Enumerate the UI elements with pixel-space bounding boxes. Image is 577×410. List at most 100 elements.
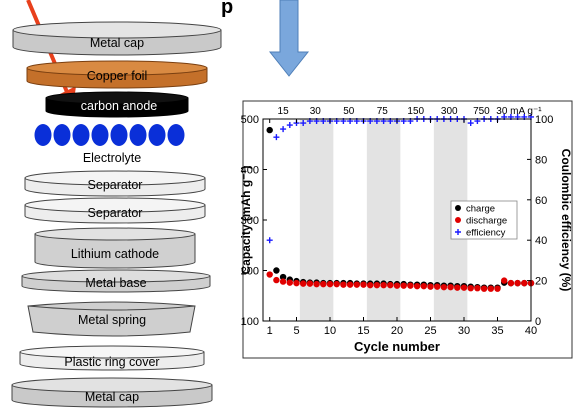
discharge-point bbox=[279, 278, 287, 285]
y2-tick-label: 100 bbox=[535, 114, 553, 126]
metal-cap-top: Metal cap bbox=[12, 21, 222, 56]
discharge-point bbox=[346, 281, 354, 288]
rate-label: 50 bbox=[343, 106, 355, 117]
metal-cap-bottom-label: Metal cap bbox=[85, 390, 139, 404]
discharge-point bbox=[420, 282, 427, 290]
carbon-anode: carbon anode bbox=[45, 91, 189, 118]
discharge-point bbox=[373, 281, 381, 289]
separator-2-label: Separator bbox=[88, 206, 143, 220]
discharge-point bbox=[273, 276, 280, 284]
rate-label: 75 bbox=[377, 106, 389, 117]
discharge-point bbox=[460, 284, 468, 291]
electrolyte-dots bbox=[34, 124, 185, 146]
plastic-ring-cover: Plastic ring cover bbox=[19, 345, 205, 371]
charge-point bbox=[273, 267, 280, 274]
y-tick-label: 300 bbox=[241, 215, 259, 227]
discharge-point bbox=[407, 282, 414, 289]
y-tick-label: 200 bbox=[241, 266, 259, 278]
discharge-point bbox=[454, 284, 461, 291]
discharge-point bbox=[266, 271, 273, 278]
discharge-point bbox=[434, 283, 441, 290]
legend-label-charge: charge bbox=[466, 204, 495, 215]
y-axis-label: Capacity (mAh g⁻¹) bbox=[239, 165, 253, 274]
shaded-band-1 bbox=[299, 119, 334, 321]
discharge-point bbox=[521, 279, 528, 287]
y2-tick-label: 0 bbox=[535, 316, 541, 328]
discharge-point bbox=[326, 280, 334, 288]
y-tick-label: 100 bbox=[241, 316, 259, 328]
separator-1-label: Separator bbox=[88, 178, 143, 192]
chart-frame bbox=[242, 100, 573, 359]
discharge-point bbox=[306, 280, 314, 287]
legend-label-discharge: discharge bbox=[466, 216, 507, 227]
efficiency-point bbox=[286, 122, 293, 129]
discharge-point bbox=[293, 279, 300, 287]
carbon-anode-label: carbon anode bbox=[81, 99, 158, 113]
plastic-ring-cover-label: Plastic ring cover bbox=[64, 355, 159, 369]
discharge-point bbox=[447, 283, 454, 291]
shaded-bands bbox=[299, 119, 468, 321]
x-tick-label: 25 bbox=[424, 325, 436, 337]
discharge-point bbox=[514, 279, 521, 287]
title-fragment: p bbox=[221, 0, 233, 18]
discharge-point bbox=[300, 280, 307, 287]
x-tick-label: 30 bbox=[458, 325, 470, 337]
efficiency-point bbox=[280, 126, 287, 133]
discharge-point bbox=[393, 282, 401, 289]
discharge-point bbox=[427, 283, 434, 290]
charge-point bbox=[279, 273, 287, 281]
discharge-point bbox=[440, 283, 448, 291]
rate-label: 300 bbox=[441, 106, 458, 117]
metal-spring-label: Metal spring bbox=[78, 313, 146, 327]
discharge-point bbox=[353, 281, 360, 288]
separator-1: Separator bbox=[24, 170, 206, 197]
metal-base-label: Metal base bbox=[85, 276, 146, 290]
efficiency-point bbox=[273, 134, 280, 141]
x-tick-label: 15 bbox=[357, 325, 369, 337]
rate-label: 150 bbox=[407, 106, 424, 117]
discharge-point bbox=[387, 281, 394, 289]
electrolyte-label: Electrolyte bbox=[83, 151, 141, 165]
discharge-point bbox=[313, 280, 320, 288]
metal-cap-top-label: Metal cap bbox=[90, 36, 144, 50]
x-tick-label: 40 bbox=[525, 325, 537, 337]
x-tick-label: 20 bbox=[391, 325, 403, 337]
discharge-point bbox=[507, 279, 515, 287]
discharge-point bbox=[380, 281, 387, 289]
discharge-point bbox=[474, 284, 481, 292]
charge-point bbox=[266, 126, 273, 134]
discharge-point bbox=[487, 285, 494, 292]
x-tick-label: 10 bbox=[324, 325, 336, 337]
copper-foil-label: Copper foil bbox=[87, 69, 147, 83]
discharge-point bbox=[467, 284, 474, 292]
discharge-point bbox=[494, 285, 501, 292]
down-arrow-icon bbox=[268, 0, 310, 77]
discharge-point bbox=[286, 279, 293, 286]
x-axis-label: Cycle number bbox=[354, 339, 440, 354]
y2-tick-label: 80 bbox=[535, 154, 547, 166]
y2-tick-label: 40 bbox=[535, 235, 547, 247]
y2-tick-label: 60 bbox=[535, 195, 547, 207]
rate-label: 15 bbox=[278, 106, 290, 117]
metal-spring: Metal spring bbox=[27, 301, 196, 337]
plot-marks bbox=[266, 113, 535, 292]
rate-label: 30 mA g⁻¹ bbox=[496, 106, 542, 117]
y-tick-label: 400 bbox=[241, 165, 259, 177]
rate-label: 30 bbox=[310, 106, 322, 117]
discharge-point bbox=[360, 281, 367, 288]
legend-marker-efficiency bbox=[455, 229, 461, 235]
discharge-point bbox=[367, 281, 374, 289]
shaded-band-2 bbox=[366, 119, 401, 321]
metal-base: Metal base bbox=[21, 269, 211, 293]
legend-box bbox=[450, 200, 518, 240]
discharge-point bbox=[320, 280, 327, 288]
efficiency-point bbox=[300, 120, 307, 127]
legend-label-efficiency: efficiency bbox=[466, 228, 506, 239]
legend-marker-charge bbox=[455, 205, 461, 211]
y2-tick-label: 20 bbox=[535, 276, 547, 288]
